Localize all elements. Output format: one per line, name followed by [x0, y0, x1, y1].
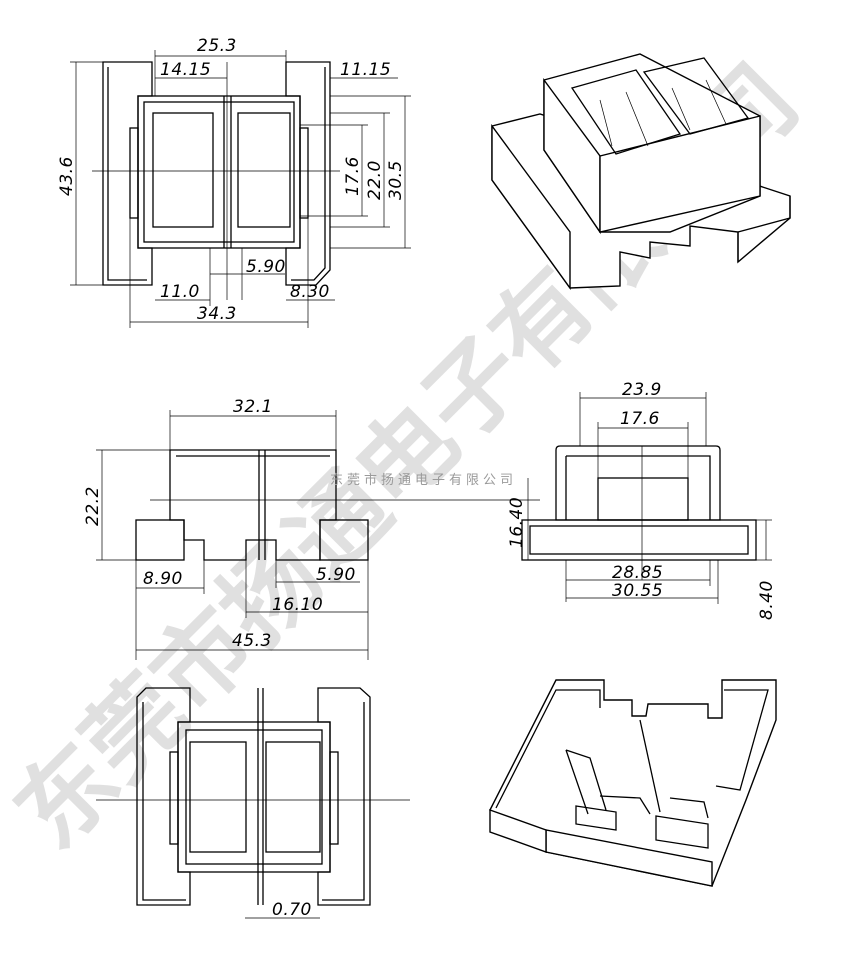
dim-8-30: 8.30	[290, 282, 330, 302]
dim-30-55: 30.55	[612, 581, 663, 601]
top-view: 25.3 14.15 11.15 43.6 17.6 22.0 30.5 5.9…	[57, 36, 411, 328]
dim-25-3: 25.3	[197, 36, 237, 56]
dim-14-15: 14.15	[160, 60, 211, 80]
window-left	[152, 112, 214, 228]
dim-43-6: 43.6	[57, 156, 77, 196]
dim-34-3: 34.3	[197, 304, 237, 324]
dim-22-0: 22.0	[365, 160, 385, 200]
isometric-view-bottom	[489, 679, 777, 887]
side-view: 23.9 17.6 16.40 28.85 30.55 8.40	[507, 380, 777, 620]
dim-5-90-front: 5.90	[316, 565, 356, 585]
dim-16-10: 16.10	[272, 595, 323, 615]
body-frame	[137, 95, 301, 249]
dim-11-0: 11.0	[160, 282, 200, 302]
dim-5-90: 5.90	[246, 257, 286, 277]
isometric-view-top	[491, 53, 791, 291]
dim-8-90: 8.90	[143, 569, 183, 589]
dim-0-70: 0.70	[272, 900, 312, 920]
bottom-view: 0.70	[96, 687, 410, 920]
dim-16-40: 16.40	[507, 497, 527, 548]
dim-32-1: 32.1	[233, 397, 273, 417]
dim-30-5: 30.5	[386, 160, 406, 200]
window-right	[237, 112, 291, 228]
dim-11-15: 11.15	[340, 60, 391, 80]
dim-45-3: 45.3	[232, 631, 272, 651]
dim-17-6: 17.6	[343, 156, 363, 196]
watermark-small: 东莞市扬通电子有限公司	[330, 472, 517, 488]
dim-23-9: 23.9	[622, 380, 662, 400]
dim-17-6-side: 17.6	[620, 409, 660, 429]
dim-28-85: 28.85	[612, 563, 663, 583]
dim-8-40: 8.40	[757, 580, 777, 620]
front-view: 东莞市扬通电子有限公司 32.1 22.2 8.90 5.90 16.10 45…	[83, 397, 540, 660]
dim-22-2: 22.2	[83, 486, 103, 526]
